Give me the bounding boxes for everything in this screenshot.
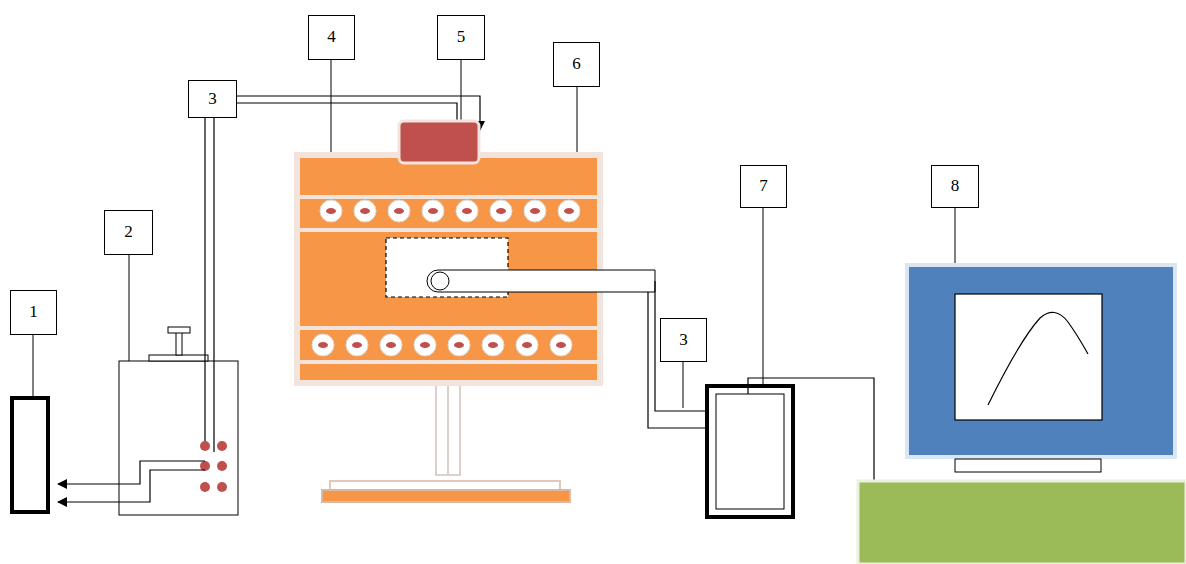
leader-line <box>33 60 955 398</box>
heating-element <box>454 342 464 348</box>
computer <box>988 312 1088 405</box>
computer <box>955 459 1101 472</box>
heating-element <box>558 200 580 222</box>
controller <box>149 355 208 361</box>
thermocouple-probe <box>427 270 655 292</box>
heating-element <box>386 342 396 348</box>
callout-number: 7 <box>759 177 768 196</box>
controller <box>200 482 210 492</box>
callout-box: 6 <box>553 42 600 87</box>
heating-element <box>414 334 436 356</box>
tube-furnace <box>297 326 600 330</box>
furnace-stand <box>322 383 570 502</box>
leader-line <box>683 362 684 408</box>
data-logger <box>707 386 793 517</box>
callout-number: 1 <box>29 303 38 322</box>
callout-box: 7 <box>740 165 787 208</box>
heating-element <box>394 208 404 214</box>
heating-element <box>326 208 336 214</box>
heating-element <box>530 208 540 214</box>
heating-element <box>564 208 574 214</box>
heating-element <box>354 200 376 222</box>
controller <box>168 327 190 333</box>
data-logger <box>707 386 793 517</box>
callout-box: 3 <box>660 318 707 362</box>
heating-element <box>488 342 498 348</box>
data-cable <box>748 378 874 494</box>
leader-line <box>129 255 130 361</box>
heating-element <box>388 200 410 222</box>
leader-line <box>33 335 34 398</box>
heating-element <box>380 334 402 356</box>
tube-furnace <box>297 155 600 383</box>
callout-box: 2 <box>104 210 153 255</box>
wire <box>58 461 205 502</box>
wire <box>58 461 205 484</box>
callout-box: 4 <box>308 15 355 60</box>
heating-element <box>550 334 572 356</box>
heating-element <box>556 342 566 348</box>
callout-box: 8 <box>931 165 979 208</box>
heating-element <box>346 334 368 356</box>
callout-box: 1 <box>10 290 57 335</box>
tube-furnace <box>297 155 600 383</box>
heating-element <box>428 208 438 214</box>
callout-number: 3 <box>679 331 688 350</box>
heating-element <box>352 342 362 348</box>
heating-element <box>448 334 470 356</box>
power-supply <box>12 398 48 512</box>
callout-box: 3 <box>188 80 237 118</box>
controller <box>200 441 210 451</box>
tube-furnace <box>297 228 600 232</box>
heating-element <box>462 208 472 214</box>
computer <box>858 265 1186 564</box>
furnace-stand <box>322 490 570 502</box>
heating-element <box>482 334 504 356</box>
thermocouple-probe <box>431 272 449 290</box>
computer <box>907 265 1175 457</box>
thermocouple-probe <box>427 270 655 292</box>
callout-box: 5 <box>437 15 485 60</box>
controller <box>217 482 227 492</box>
computer <box>858 481 1186 564</box>
furnace-stand <box>436 383 460 475</box>
heating-element <box>360 208 370 214</box>
heating-element <box>516 334 538 356</box>
controller <box>176 332 182 355</box>
heating-element <box>496 208 506 214</box>
sample <box>399 121 479 163</box>
heating-element <box>422 200 444 222</box>
controller <box>217 441 227 451</box>
callout-number: 4 <box>327 28 336 47</box>
heating-element <box>522 342 532 348</box>
computer <box>955 294 1102 420</box>
leader-line <box>763 208 764 392</box>
data-logger <box>716 394 784 509</box>
callout-number: 2 <box>124 223 133 242</box>
heating-element <box>312 334 334 356</box>
tube-furnace <box>297 360 600 364</box>
signal-wire <box>648 292 712 506</box>
heating-element <box>318 342 328 348</box>
controller <box>119 361 238 515</box>
controller <box>217 461 227 471</box>
callout-number: 5 <box>457 28 466 47</box>
heating-element <box>456 200 478 222</box>
tube-furnace <box>297 195 600 199</box>
controller <box>119 327 238 515</box>
heating-element <box>320 200 342 222</box>
callout-number: 6 <box>572 55 581 74</box>
heating-element <box>524 200 546 222</box>
callout-number: 3 <box>208 90 217 109</box>
wire <box>58 470 205 502</box>
heating-element <box>490 200 512 222</box>
heating-element <box>420 342 430 348</box>
callout-number: 8 <box>951 177 960 196</box>
furnace-stand <box>447 383 449 475</box>
